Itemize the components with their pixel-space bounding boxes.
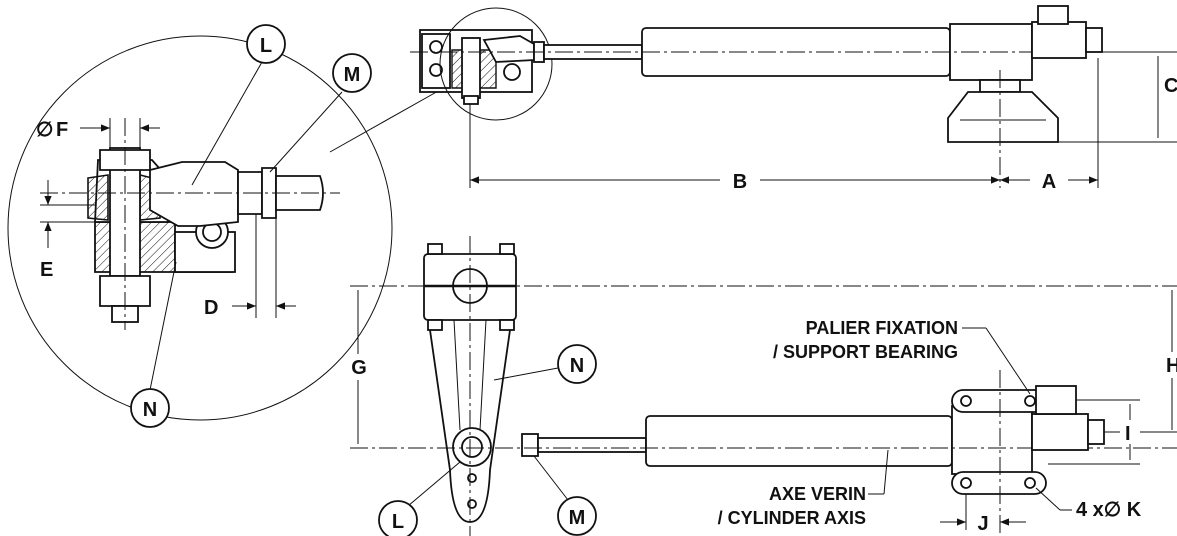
lever-hole-1 [467, 473, 477, 483]
top-bearing-foot [947, 91, 1059, 143]
callout-n-detail-text: N [143, 399, 157, 421]
bottom-cylinder-body [645, 415, 953, 467]
callout-n-plan-leader [493, 367, 559, 381]
lever-arm-inner-right [479, 319, 487, 431]
lever-pivot-inner [461, 436, 483, 458]
lever-arm-inner-left [453, 319, 461, 431]
top-valve-coil [1037, 5, 1069, 25]
callout-m-plan-leader [533, 455, 569, 501]
dim-k-label: 4 x∅ K [1076, 499, 1142, 521]
detail-rod-eye [149, 161, 239, 227]
cylinder-axis-note-line1: AXE VERIN [769, 484, 866, 504]
callout-l-detail-text: L [260, 35, 272, 57]
support-bearing-note-line2: / SUPPORT BEARING [773, 342, 958, 362]
clamp-bolt-4 [499, 319, 515, 331]
bottom-cylinder-end [951, 405, 1033, 475]
detail-circle [7, 35, 393, 421]
top-left-bolt-tip [463, 95, 479, 105]
callout-m-detail-bubble [332, 53, 372, 93]
bearing-hole-4 [1024, 477, 1036, 489]
bearing-hole-3 [960, 477, 972, 489]
dim-g-label: G [351, 357, 367, 379]
callout-m-plan-bubble [557, 496, 597, 536]
detail-leader-line [329, 89, 441, 153]
dim-f-label: F [56, 119, 68, 141]
bottom-view: G H I J 4 x∅ K PALIER FIXATION / SUPPORT… [346, 236, 1177, 536]
support-bearing-leader [985, 327, 1031, 395]
dim-a-label: A [1042, 171, 1056, 193]
top-valve-connector [1085, 27, 1103, 53]
dim-c-label-bg [1160, 72, 1177, 98]
callout-n-plan-bubble [557, 344, 597, 384]
bottom-piston-rod [537, 437, 647, 453]
support-bearing-note-line1: PALIER FIXATION [806, 318, 958, 338]
dim-i-label: I [1125, 423, 1131, 445]
callout-n-detail-leader [149, 261, 177, 391]
dim-k-leader [1035, 487, 1061, 511]
lever-hole-2 [467, 499, 477, 509]
dim-f-diameter-symbol: ∅ [36, 119, 53, 141]
clamp-bolt-1 [427, 243, 443, 255]
callout-l-detail-leader [191, 61, 263, 186]
callout-m-plan-text: M [569, 507, 586, 529]
bottom-valve-connector [1087, 419, 1105, 445]
top-left-bolt-1 [429, 40, 443, 54]
clamp-bolt-3 [427, 319, 443, 331]
top-zoom-circle [439, 7, 553, 121]
clamp-bolt-2 [499, 243, 515, 255]
callout-l-detail-bubble [246, 24, 286, 64]
callout-m-detail-text: M [344, 64, 361, 86]
callout-l-plan-text: L [392, 511, 404, 533]
detail-spherical-bearing [87, 174, 109, 221]
bearing-hole-2 [1024, 395, 1036, 407]
dim-g-label-bg [346, 354, 372, 380]
callout-l-plan-leader [407, 461, 461, 507]
dim-j-label: J [977, 513, 988, 535]
callout-l-plan-bubble [378, 500, 418, 536]
detail-nut [99, 275, 151, 307]
bottom-valve-coil [1035, 385, 1077, 415]
callout-n-plan-text: N [570, 355, 584, 377]
bottom-valve-body [1031, 413, 1089, 451]
bearing-lug-bottom [951, 471, 1047, 495]
top-left-bolt [461, 37, 481, 99]
dim-h-label-bg [1162, 352, 1177, 378]
top-valve-body [1031, 21, 1087, 59]
dim-c-label: C [1164, 75, 1177, 97]
dim-d-label: D [204, 297, 218, 319]
top-view: B A C [410, 5, 1177, 193]
detail-rod [275, 175, 324, 211]
detail-view: ∅ F E D L M N [7, 24, 441, 428]
dim-b-label: B [733, 171, 747, 193]
bearing-hole-1 [960, 395, 972, 407]
cylinder-axis-note-line2: / CYLINDER AXIS [718, 508, 866, 528]
dim-e-label: E [40, 259, 53, 281]
top-left-bolt-2 [429, 63, 443, 77]
bottom-rod-nut [521, 433, 539, 457]
callout-m-detail-leader [269, 91, 343, 173]
dim-i-label-bg [1120, 420, 1140, 444]
callout-n-detail-bubble [130, 388, 170, 428]
top-rod-eye-pin [503, 63, 521, 81]
cylinder-axis-leader [883, 449, 889, 495]
dim-h-label: H [1166, 355, 1177, 377]
